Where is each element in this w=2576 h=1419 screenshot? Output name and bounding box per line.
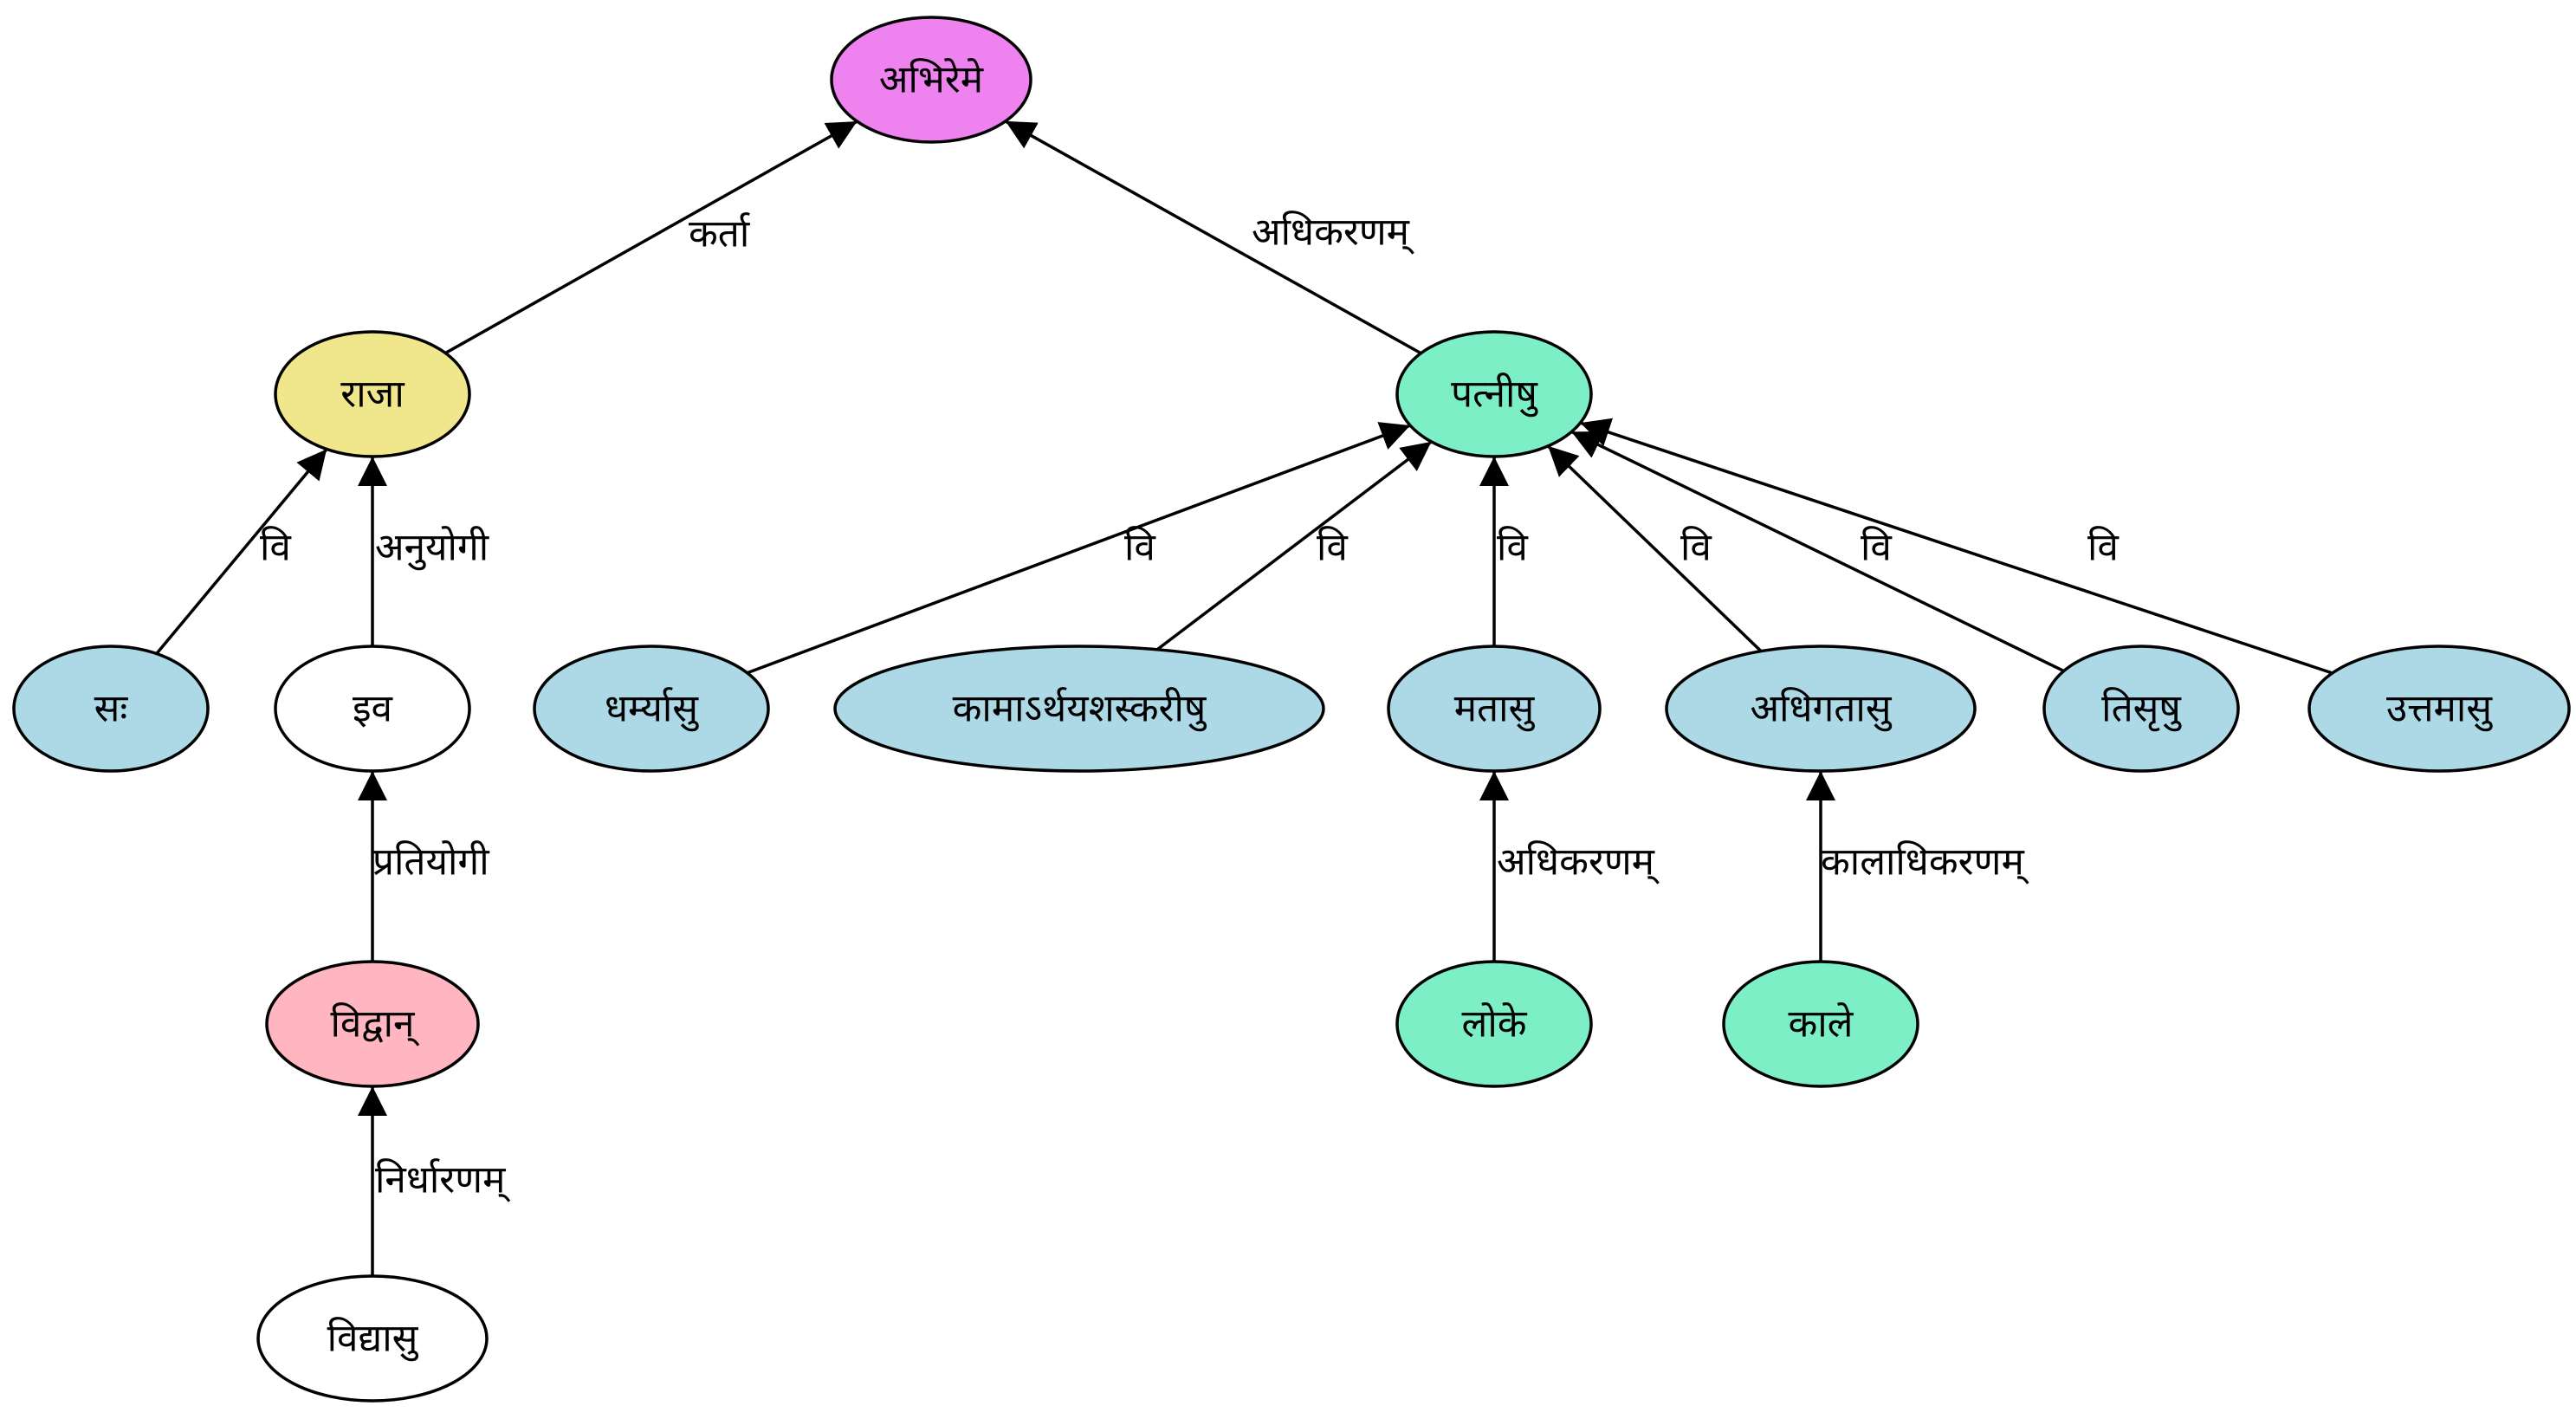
edge-uttamasu-patnishu bbox=[1579, 418, 2333, 675]
edge-label-loke-matasu: अधिकरणम् bbox=[1497, 840, 1660, 885]
node-label-sah: सः bbox=[94, 687, 129, 731]
node-vidvan: विद्वान् bbox=[265, 960, 480, 1088]
edge-patnishu-abhireme bbox=[1004, 120, 1422, 355]
node-label-kale: काले bbox=[1788, 1002, 1854, 1046]
node-shape-kama bbox=[833, 645, 1325, 773]
edge-label-matasu-patnishu: वि bbox=[1497, 526, 1529, 570]
node-shape-loke bbox=[1395, 960, 1593, 1088]
node-label-abhireme: अभिरेमे bbox=[879, 58, 984, 102]
node-iva: इव bbox=[274, 645, 471, 773]
node-tisrishu: तिसृषु bbox=[2042, 645, 2240, 773]
edge-sah-raja bbox=[155, 448, 328, 655]
edge-label-iva-raja: अनुयोगी bbox=[375, 526, 490, 571]
edge-label-sah-raja: वि bbox=[260, 526, 292, 570]
node-dharmyasu: धर्म्यासु bbox=[533, 645, 770, 773]
edge-tisrishu-patnishu bbox=[1570, 430, 2065, 673]
node-shape-iva bbox=[274, 645, 471, 773]
node-shape-abhireme bbox=[830, 16, 1032, 144]
node-shape-patnishu bbox=[1395, 330, 1593, 458]
edge-raja-abhireme bbox=[444, 120, 858, 355]
edge-label-uttamasu-patnishu: वि bbox=[2087, 526, 2120, 570]
node-shape-dharmyasu bbox=[533, 645, 770, 773]
nodes-layer: अभिरेमे राजा पत्नीषु सः इव धर्म्यासु कामाऽर्थय… bbox=[12, 16, 2571, 1403]
node-label-loke: लोके bbox=[1461, 1002, 1527, 1046]
node-label-iva: इव bbox=[353, 687, 394, 731]
edge-label-vidyasu-vidvan: निर्धारणम् bbox=[375, 1158, 510, 1203]
node-label-tisrishu: तिसृषु bbox=[2101, 687, 2182, 732]
node-shape-raja bbox=[274, 330, 471, 458]
node-vidyasu: विद्यासु bbox=[256, 1274, 489, 1403]
node-adhigatasu: अधिगतासु bbox=[1665, 645, 1977, 773]
node-shape-matasu bbox=[1387, 645, 1602, 773]
node-label-patnishu: पत्नीषु bbox=[1451, 373, 1538, 418]
edge-adhigatasu-patnishu bbox=[1546, 444, 1763, 652]
node-loke: लोके bbox=[1395, 960, 1593, 1088]
edge-label-vidvan-iva: प्रतियोगी bbox=[372, 840, 490, 884]
node-label-dharmyasu: धर्म्यासु bbox=[605, 687, 699, 732]
node-shape-vidvan bbox=[265, 960, 480, 1088]
node-label-vidvan: विद्वान् bbox=[331, 1002, 420, 1047]
edge-label-kale-adhigatasu: कालाधिकरणम् bbox=[1821, 840, 2029, 885]
node-sah: सः bbox=[12, 645, 210, 773]
edge-label-dharmyasu-patnishu: वि bbox=[1124, 526, 1156, 570]
node-shape-sah bbox=[12, 645, 210, 773]
node-label-matasu: मतासु bbox=[1454, 687, 1536, 732]
edge-label-patnishu-abhireme: अधिकरणम् bbox=[1252, 211, 1414, 256]
node-label-uttamasu: उत्तमासु bbox=[2386, 687, 2493, 732]
node-shape-tisrishu bbox=[2042, 645, 2240, 773]
node-matasu: मतासु bbox=[1387, 645, 1602, 773]
node-shape-kale bbox=[1722, 960, 1919, 1088]
edge-label-kama-patnishu: वि bbox=[1317, 526, 1349, 570]
edges-layer: कर्ता अधिकरणम् वि अनुयोगी प्रतियोगी निर्धारणम… bbox=[155, 120, 2333, 1276]
edge-label-adhigatasu-patnishu: वि bbox=[1680, 526, 1712, 570]
node-label-kama: कामाऽर्थयशस्करीषु bbox=[953, 687, 1207, 732]
node-kale: काले bbox=[1722, 960, 1919, 1088]
node-label-raja: राजा bbox=[340, 373, 405, 417]
node-shape-adhigatasu bbox=[1665, 645, 1977, 773]
node-shape-uttamasu bbox=[2307, 645, 2571, 773]
node-raja: राजा bbox=[274, 330, 471, 458]
node-label-adhigatasu: अधिगतासु bbox=[1750, 687, 1892, 732]
node-abhireme: अभिरेमे bbox=[830, 16, 1032, 144]
node-label-vidyasu: विद्यासु bbox=[327, 1317, 419, 1362]
edge-label-raja-abhireme: कर्ता bbox=[689, 212, 751, 256]
node-patnishu: पत्नीषु bbox=[1395, 330, 1593, 458]
edge-dharmyasu-patnishu bbox=[747, 422, 1411, 675]
node-kama: कामाऽर्थयशस्करीषु bbox=[833, 645, 1325, 773]
node-uttamasu: उत्तमासु bbox=[2307, 645, 2571, 773]
edge-label-tisrishu-patnishu: वि bbox=[1861, 526, 1893, 570]
node-shape-vidyasu bbox=[256, 1274, 489, 1403]
edge-kama-patnishu bbox=[1155, 440, 1433, 651]
